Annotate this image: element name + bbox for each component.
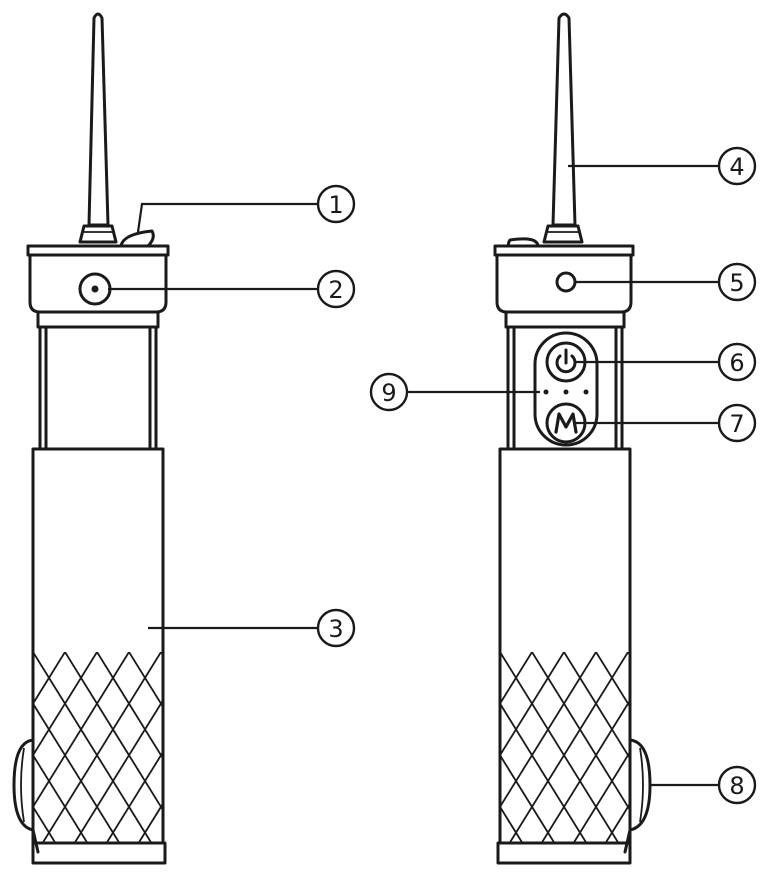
nozzle-tip-left: [89, 14, 108, 225]
nozzle-release-button: [121, 231, 153, 246]
svg-text:6: 6: [729, 349, 744, 377]
callout-5: 5: [719, 264, 755, 300]
svg-text:2: 2: [328, 276, 343, 304]
nozzle-collar-left: [80, 226, 116, 242]
svg-text:3: 3: [328, 615, 343, 643]
nozzle-collar-right: [544, 226, 582, 242]
callout-7: 7: [719, 405, 755, 441]
svg-text:1: 1: [328, 191, 343, 219]
callout-3: 3: [318, 610, 354, 646]
device-right-view: [125, 14, 765, 863]
callout-8: 8: [719, 767, 755, 803]
neck-ring-right: [506, 312, 624, 327]
callout-6: 6: [719, 344, 755, 380]
svg-text:8: 8: [729, 772, 744, 800]
callout-9: 9: [371, 374, 407, 410]
grip-pattern-right: [125, 652, 765, 844]
base-left: [33, 843, 165, 863]
upper-body-left: [40, 327, 156, 449]
nozzle-tip-right: [553, 14, 575, 225]
head-front-indicator: [557, 273, 575, 291]
neck-ring-left: [38, 312, 158, 327]
svg-text:9: 9: [381, 379, 396, 407]
reservoir-body-right: [500, 449, 630, 852]
svg-text:7: 7: [729, 410, 744, 438]
callout-1: 1: [318, 186, 354, 222]
callout-4: 4: [719, 148, 755, 184]
reservoir-body-left: [33, 449, 163, 852]
base-right: [498, 843, 630, 863]
svg-text:4: 4: [729, 153, 744, 181]
callout-2: 2: [318, 271, 354, 307]
svg-text:5: 5: [729, 269, 744, 297]
